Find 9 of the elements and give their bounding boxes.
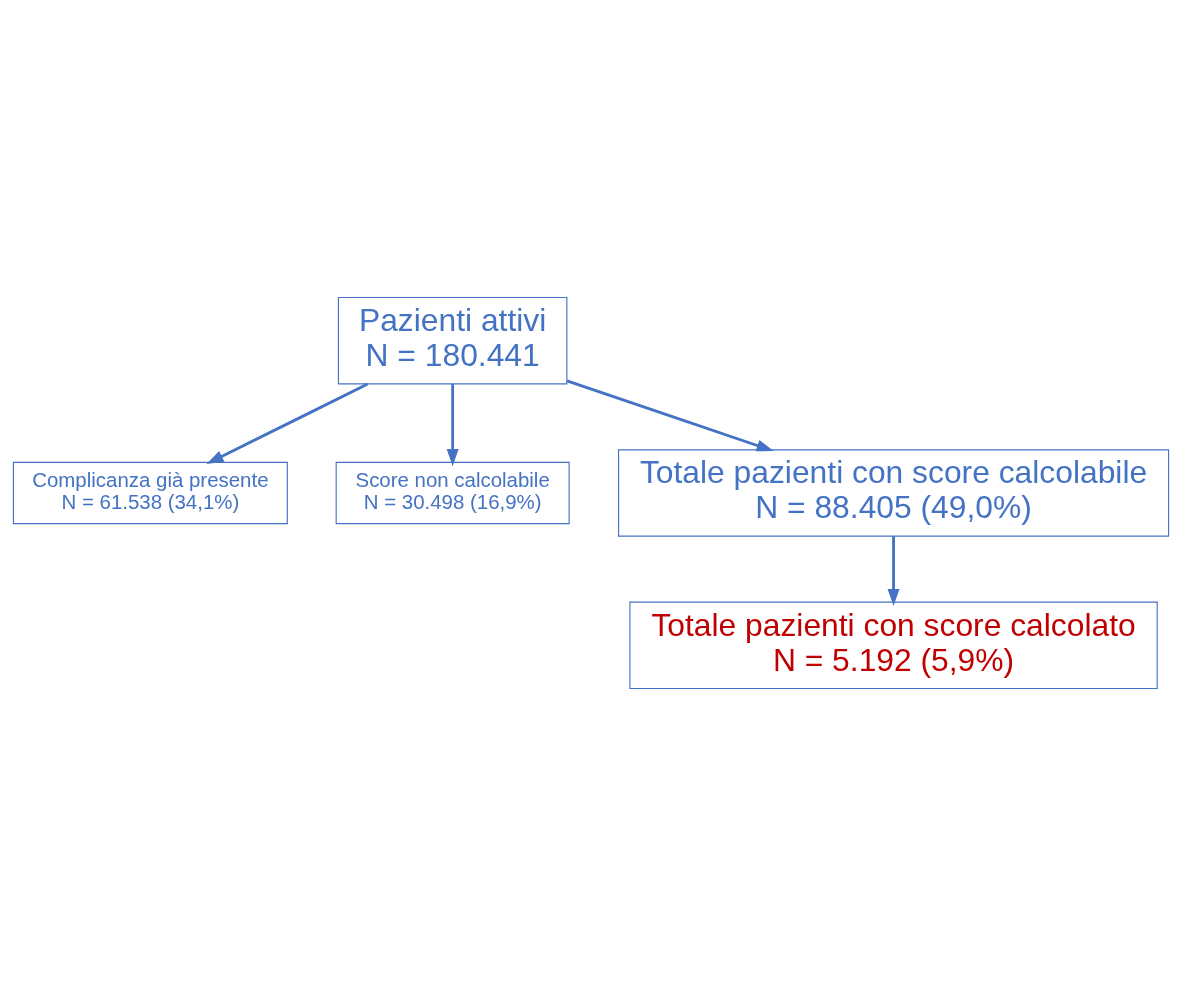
node-box: Totale pazienti con score calcolato N = 5.192 (5,9%) — [629, 601, 1158, 689]
node-box: Pazienti attivi N = 180.441 — [337, 296, 568, 384]
arrow — [446, 383, 459, 466]
arrow — [566, 378, 774, 451]
node-box: Totale pazienti con score calcolabile N = 88.405 (49,0%) — [618, 448, 1170, 537]
node-box: Score non calcolabile N = 30.498 (16,9%) — [335, 461, 570, 524]
arrow — [887, 535, 900, 606]
arrow — [206, 382, 369, 464]
node-box: Complicanza già presente N = 61.538 (34,1%) — [12, 461, 288, 524]
